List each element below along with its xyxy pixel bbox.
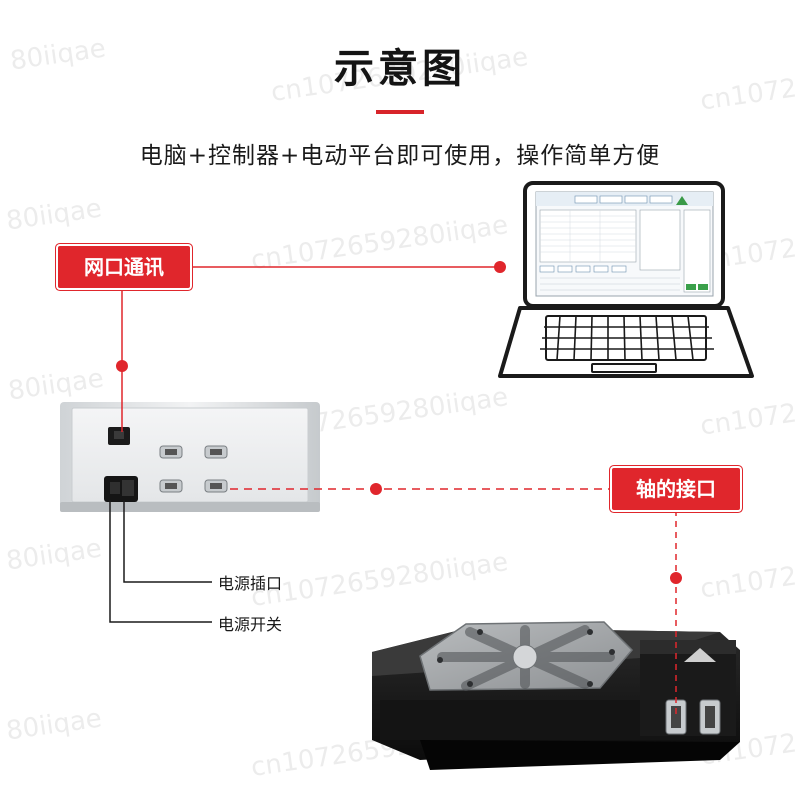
connector-lines — [109, 266, 677, 718]
page-title: 示意图 — [334, 46, 466, 92]
controller-illustration — [60, 402, 320, 512]
network-port-tag: 网口通讯 — [58, 246, 190, 288]
connector-dots — [116, 261, 682, 584]
power-switch-label: 电源开关 — [218, 615, 283, 634]
power-socket-label: 电源插口 — [218, 574, 283, 593]
axis-interface-tag: 轴的接口 — [612, 468, 740, 510]
laptop-illustration — [498, 181, 754, 378]
page-subtitle: 电脑+控制器+电动平台即可使用，操作简单方便 — [139, 143, 661, 169]
title-underline — [376, 110, 424, 114]
motorized-stage-illustration — [372, 621, 740, 770]
